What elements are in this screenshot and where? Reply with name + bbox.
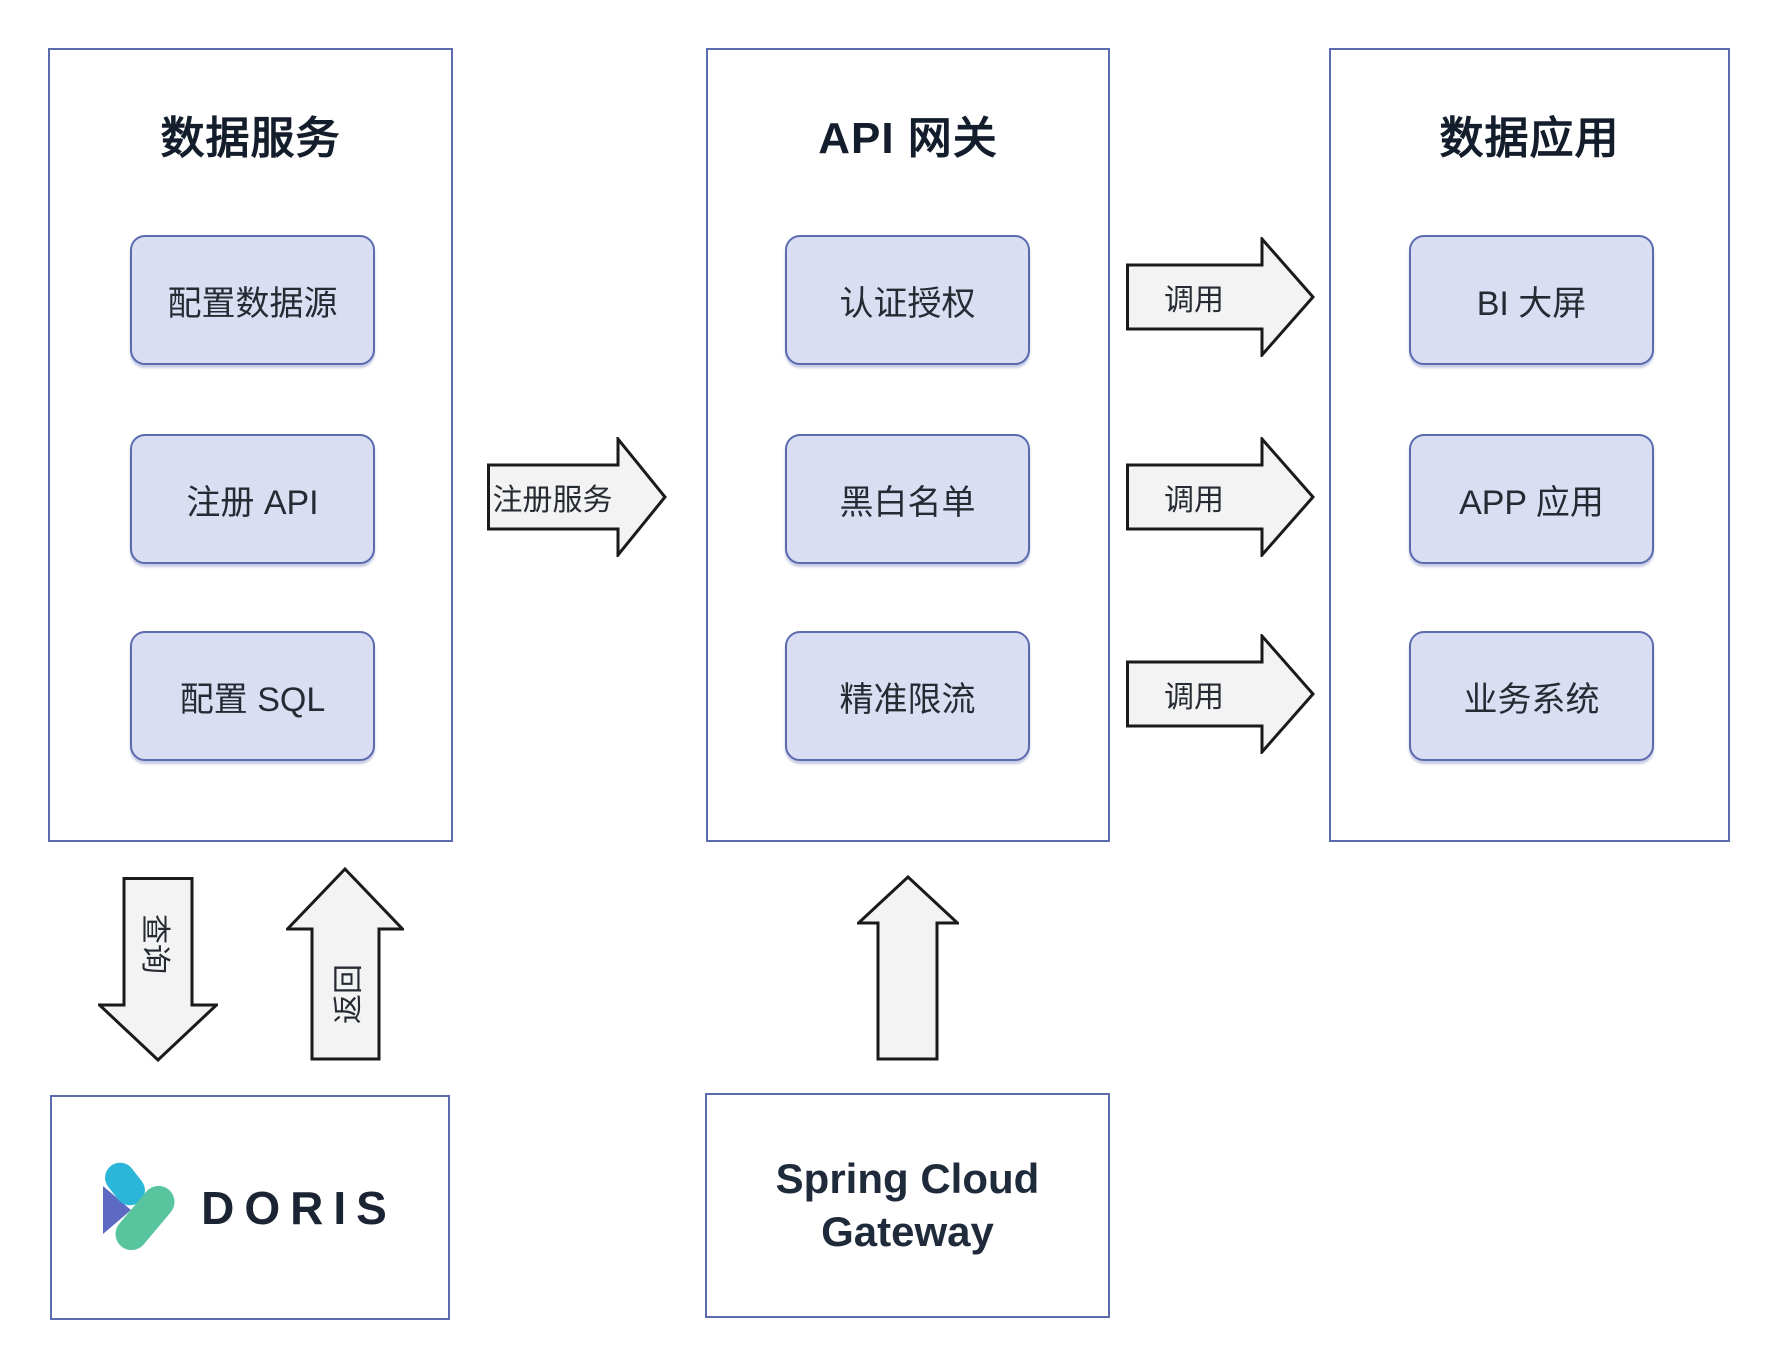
query-down-arrow: 查询 [98,877,218,1062]
group-api-gateway: API 网关 认证授权 黑白名单 精准限流 [706,48,1110,842]
right-arrow-icon [1126,437,1315,557]
spring-cloud-gateway-label: Spring Cloud Gateway [775,1155,1040,1255]
item-app: APP 应用 [1409,434,1654,564]
item-bi-dashboard: BI 大屏 [1409,235,1654,365]
invoke-arrow-2: 调用 [1126,437,1316,557]
item-auth: 认证授权 [785,235,1030,365]
gateway-up-arrow [857,875,959,1061]
right-arrow-icon [1126,634,1315,754]
invoke-arrow-2-label: 调用 [1164,484,1224,517]
invoke-arrow-3: 调用 [1126,634,1316,754]
doris-logo-icon [103,1162,175,1250]
item-config-datasource: 配置数据源 [130,235,375,365]
doris-logo: DORIS [103,1160,397,1256]
item-business-system: 业务系统 [1409,631,1654,761]
invoke-arrow-1: 调用 [1126,237,1316,357]
group-data-service: 数据服务 配置数据源 注册 API 配置 SQL [48,48,453,842]
invoke-arrow-3-label: 调用 [1164,681,1224,714]
up-arrow-icon [286,867,404,1061]
item-rate-limit: 精准限流 [785,631,1030,761]
item-blacklist-whitelist: 黑白名单 [785,434,1030,564]
doris-label: DORIS [201,1181,397,1234]
item-config-sql: 配置 SQL [130,631,375,761]
group-api-gateway-title: API 网关 [818,114,998,163]
right-arrow-icon [1126,237,1315,357]
up-arrow-icon [857,875,959,1061]
doris-box: DORIS [50,1095,450,1320]
spring-cloud-gateway-box: Spring Cloud Gateway [705,1093,1110,1318]
return-up-arrow: 返回 [286,867,404,1061]
right-arrow-icon [487,437,667,557]
register-service-arrow: 注册服务 [487,437,668,557]
item-register-api: 注册 API [130,434,375,564]
query-down-arrow-label: 查询 [138,914,171,974]
group-data-apps: 数据应用 BI 大屏 APP 应用 业务系统 [1329,48,1730,842]
invoke-arrow-1-label: 调用 [1164,284,1224,317]
return-up-arrow-label: 返回 [332,964,366,1024]
register-service-arrow-label: 注册服务 [492,484,613,517]
down-arrow-icon [98,877,218,1062]
group-data-apps-title: 数据应用 [1439,114,1620,163]
group-data-service-title: 数据服务 [160,114,341,163]
